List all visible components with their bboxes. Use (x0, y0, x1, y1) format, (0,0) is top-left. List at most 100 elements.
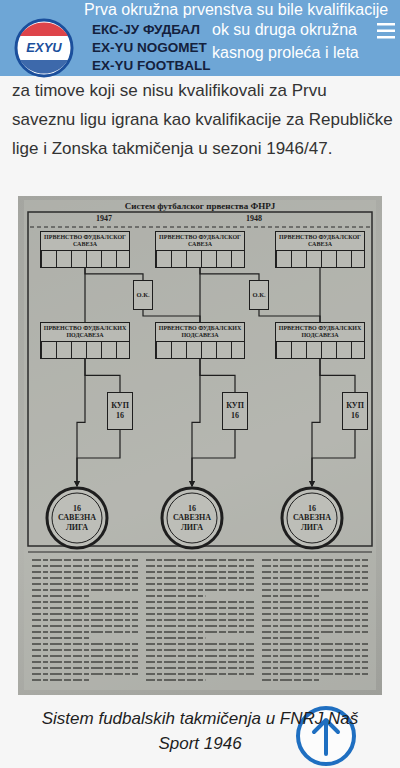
print-line (146, 595, 205, 597)
print-line (262, 625, 368, 627)
print-line (32, 631, 138, 633)
championship-box: ПРВЕНСТВО ФУДБАЛСКИХ ПОДСАВЕЗА (155, 322, 245, 359)
node-text: КУП (226, 401, 244, 411)
print-line (146, 619, 254, 621)
node-text: О.К. (136, 291, 149, 298)
print-line (32, 661, 138, 663)
print-line (32, 673, 138, 675)
node-text: О.К. (252, 291, 265, 298)
logo-text: EXYU (14, 40, 74, 55)
print-line (32, 625, 138, 627)
print-line (262, 673, 368, 675)
league-circle: 16САВЕЗНА ЛИГА (160, 486, 224, 550)
league-circle: 16САВЕЗНА ЛИГА (45, 486, 109, 550)
connector (199, 268, 200, 322)
print-line (146, 571, 254, 573)
print-line (262, 577, 368, 579)
article-text: ok su druga okružna (212, 21, 357, 39)
connector (319, 268, 320, 322)
node-text: ПРВЕНСТВО ФУДБАЛСКИХ ПОДСАВЕЗА (43, 325, 127, 339)
print-line (146, 625, 254, 627)
node-text: 16 (116, 411, 124, 421)
connector (200, 359, 235, 392)
print-line (262, 667, 368, 669)
connector (320, 359, 355, 392)
cup-box: КУП16 (342, 392, 368, 430)
print-line (262, 589, 368, 591)
print-line (262, 565, 368, 567)
championship-box: ПРВЕНСТВО ФУДБАЛСКОГ САВЕЗА (275, 231, 365, 268)
connector (85, 359, 120, 392)
connector (77, 430, 120, 486)
print-line (146, 679, 205, 681)
connector (84, 268, 85, 322)
print-line (32, 607, 138, 609)
connector (85, 268, 143, 280)
print-line (32, 577, 138, 579)
print-line (262, 631, 368, 633)
node-text: КУП (346, 401, 364, 411)
connector (192, 359, 200, 486)
connector (312, 359, 320, 486)
print-line (32, 613, 138, 615)
node-text: КУП (111, 401, 129, 411)
print-line (146, 673, 254, 675)
print-line (32, 667, 138, 669)
print-line (146, 637, 205, 639)
print-line (146, 667, 254, 669)
print-line (146, 565, 254, 567)
node-text: 16 (351, 411, 359, 421)
print-line (146, 583, 254, 585)
print-line (262, 655, 368, 657)
print-line (32, 679, 90, 681)
table-grid (276, 250, 364, 267)
menu-icon (376, 22, 396, 40)
connector (312, 430, 355, 486)
node-text: ПРВЕНСТВО ФУДБАЛСКОГ САВЕЗА (43, 234, 127, 248)
cup-box: КУП16 (107, 392, 133, 430)
print-line (146, 655, 254, 657)
connector (77, 359, 85, 486)
print-line (146, 661, 254, 663)
brand-name: EX-YU FOOTBALL (92, 58, 211, 73)
championship-box: ПРВЕНСТВО ФУДБАЛСКИХ ПОДСАВЕЗА (275, 322, 365, 359)
print-line (262, 607, 368, 609)
brand-name: ЕКС-ЈУ ФУДБАЛ (92, 22, 200, 37)
node-text: ПРВЕНСТВО ФУДБАЛСКИХ ПОДСАВЕЗА (278, 325, 362, 339)
print-line (32, 589, 138, 591)
article-text: kasnog proleća i leta (212, 44, 359, 62)
qualifier-box: О.К. (249, 280, 269, 310)
print-line (262, 649, 368, 651)
print-line (262, 601, 368, 603)
league-circle: 16САВЕЗНА ЛИГА (280, 486, 344, 550)
article-paragraph: za timove koji se nisu kvalifikovali za … (12, 76, 394, 163)
print-line (32, 637, 90, 639)
print-line (146, 643, 254, 645)
year-label: 1948 (246, 214, 262, 223)
print-line (262, 571, 368, 573)
connector (143, 310, 200, 322)
node-text: 16 (188, 504, 196, 513)
print-line (262, 679, 320, 681)
print-line (32, 643, 138, 645)
connector (192, 430, 235, 486)
print-line (146, 589, 254, 591)
print-line (146, 613, 254, 615)
print-line (32, 571, 138, 573)
print-line (262, 583, 368, 585)
championship-box: ПРВЕНСТВО ФУДБАЛСКОГ САВЕЗА (155, 231, 245, 268)
print-line (262, 619, 368, 621)
print-line (32, 649, 138, 651)
node-text: САВЕЗНА ЛИГА (170, 513, 214, 531)
brand-name: EX-YU NOGOMET (92, 40, 207, 55)
cup-box: КУП16 (222, 392, 248, 430)
print-line (262, 613, 368, 615)
qualifier-box: О.К. (133, 280, 153, 310)
node-text: САВЕЗНА ЛИГА (290, 513, 334, 531)
print-line (146, 631, 254, 633)
node-text: 16 (73, 504, 81, 513)
print-line (146, 577, 254, 579)
node-text: САВЕЗНА ЛИГА (55, 513, 99, 531)
table-grid (41, 250, 129, 267)
article-text: Prva okružna prvenstva su bile kvalifika… (84, 0, 388, 19)
